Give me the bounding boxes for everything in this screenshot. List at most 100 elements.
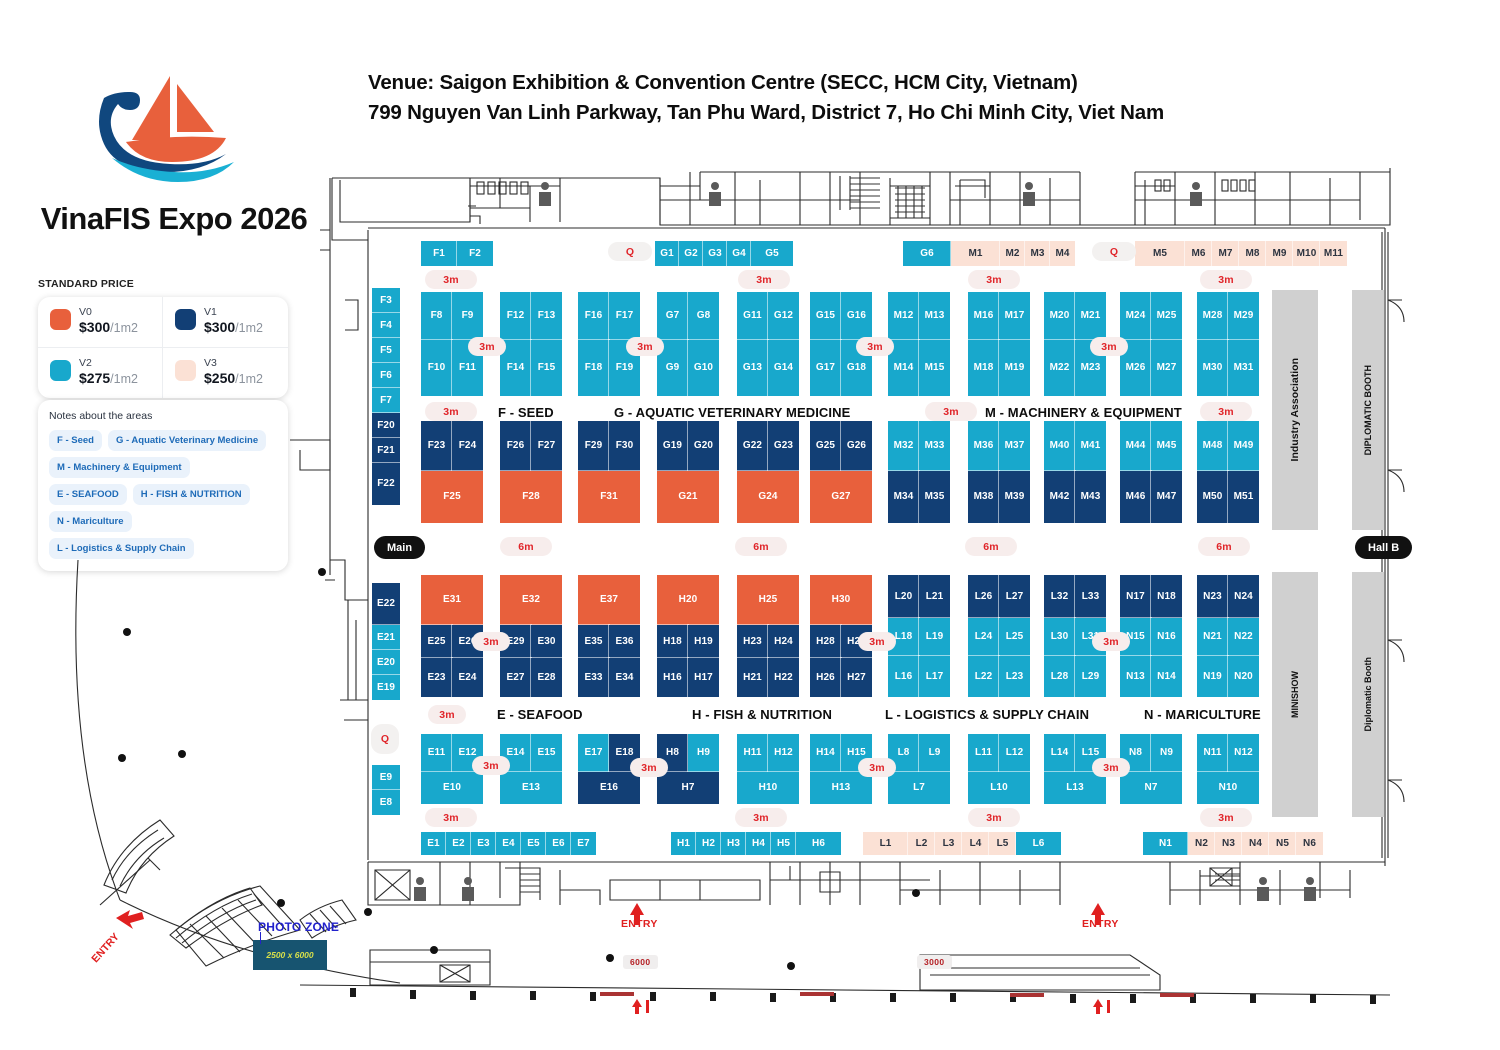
booth-M44[interactable]: M44 [1119, 420, 1152, 472]
booth-L20[interactable]: L20 [887, 574, 920, 619]
booth-M36[interactable]: M36 [967, 420, 1000, 472]
booth-H27[interactable]: H27 [840, 657, 873, 698]
booth-G22[interactable]: G22 [736, 420, 769, 472]
booth-H28[interactable]: H28 [809, 624, 842, 659]
booth-H19[interactable]: H19 [687, 624, 720, 659]
booth-E11[interactable]: E11 [420, 733, 453, 773]
booth-N20[interactable]: N20 [1227, 655, 1260, 698]
booth-N17[interactable]: N17 [1119, 574, 1152, 619]
special-area-block[interactable]: Diplomatic Booth [1352, 572, 1384, 817]
booth-M50[interactable]: M50 [1196, 470, 1229, 524]
booth-E5[interactable]: E5 [520, 831, 547, 856]
booth-M40[interactable]: M40 [1043, 420, 1076, 472]
booth-L5[interactable]: L5 [988, 831, 1017, 856]
booth-L32[interactable]: L32 [1043, 574, 1076, 619]
booth-F30[interactable]: F30 [608, 420, 641, 472]
booth-N11[interactable]: N11 [1196, 733, 1229, 773]
booth-N12[interactable]: N12 [1227, 733, 1260, 773]
booth-E15[interactable]: E15 [530, 733, 563, 773]
booth-N3[interactable]: N3 [1214, 831, 1243, 856]
booth-E1[interactable]: E1 [420, 831, 447, 856]
booth-N16[interactable]: N16 [1150, 617, 1183, 657]
booth-E27[interactable]: E27 [499, 657, 532, 698]
area-chip[interactable]: G - Aquatic Veterinary Medicine [107, 430, 267, 451]
booth-M24[interactable]: M24 [1119, 291, 1152, 341]
booth-M15[interactable]: M15 [918, 339, 951, 397]
booth-L22[interactable]: L22 [967, 655, 1000, 698]
booth-H12[interactable]: H12 [767, 733, 800, 773]
booth-L16[interactable]: L16 [887, 655, 920, 698]
booth-L10[interactable]: L10 [967, 771, 1031, 805]
booth-L2[interactable]: L2 [907, 831, 936, 856]
booth-M32[interactable]: M32 [887, 420, 920, 472]
booth-H11[interactable]: H11 [736, 733, 769, 773]
area-chip[interactable]: L - Logistics & Supply Chain [49, 538, 194, 559]
booth-G24[interactable]: G24 [736, 470, 800, 524]
area-chip[interactable]: F - Seed [49, 430, 102, 451]
booth-E4[interactable]: E4 [495, 831, 522, 856]
booth-G13[interactable]: G13 [736, 339, 769, 397]
booth-M9[interactable]: M9 [1265, 240, 1294, 267]
booth-G10[interactable]: G10 [687, 339, 720, 397]
booth-M3[interactable]: M3 [1024, 240, 1051, 267]
booth-M2[interactable]: M2 [999, 240, 1026, 267]
booth-F15[interactable]: F15 [530, 339, 563, 397]
area-chip[interactable]: E - SEAFOOD [49, 484, 127, 505]
booth-H2[interactable]: H2 [695, 831, 722, 856]
booth-L3[interactable]: L3 [934, 831, 963, 856]
booth-F16[interactable]: F16 [577, 291, 610, 341]
booth-E31[interactable]: E31 [420, 574, 484, 626]
booth-L7[interactable]: L7 [887, 771, 951, 805]
booth-F17[interactable]: F17 [608, 291, 641, 341]
booth-F24[interactable]: F24 [451, 420, 484, 472]
booth-E35[interactable]: E35 [577, 624, 610, 659]
booth-L19[interactable]: L19 [918, 617, 951, 657]
booth-L28[interactable]: L28 [1043, 655, 1076, 698]
booth-F18[interactable]: F18 [577, 339, 610, 397]
booth-L17[interactable]: L17 [918, 655, 951, 698]
booth-E20[interactable]: E20 [371, 649, 401, 676]
booth-F3[interactable]: F3 [371, 287, 401, 314]
booth-N23[interactable]: N23 [1196, 574, 1229, 619]
booth-M41[interactable]: M41 [1074, 420, 1107, 472]
booth-F27[interactable]: F27 [530, 420, 563, 472]
booth-H3[interactable]: H3 [720, 831, 747, 856]
booth-H10[interactable]: H10 [736, 771, 800, 805]
booth-G2[interactable]: G2 [678, 240, 704, 267]
booth-E30[interactable]: E30 [530, 624, 563, 659]
booth-F1[interactable]: F1 [420, 240, 458, 267]
booth-G12[interactable]: G12 [767, 291, 800, 341]
booth-G17[interactable]: G17 [809, 339, 842, 397]
booth-F7[interactable]: F7 [371, 387, 401, 414]
area-chip[interactable]: H - FISH & NUTRITION [132, 484, 250, 505]
booth-F4[interactable]: F4 [371, 312, 401, 339]
booth-L23[interactable]: L23 [998, 655, 1031, 698]
booth-M4[interactable]: M4 [1049, 240, 1076, 267]
booth-N22[interactable]: N22 [1227, 617, 1260, 657]
booth-L1[interactable]: L1 [862, 831, 909, 856]
booth-E8[interactable]: E8 [371, 789, 401, 816]
booth-M28[interactable]: M28 [1196, 291, 1229, 341]
booth-F5[interactable]: F5 [371, 337, 401, 364]
booth-M16[interactable]: M16 [967, 291, 1000, 341]
booth-E23[interactable]: E23 [420, 657, 453, 698]
booth-H4[interactable]: H4 [745, 831, 772, 856]
booth-M11[interactable]: M11 [1319, 240, 1348, 267]
booth-F20[interactable]: F20 [371, 412, 401, 439]
booth-E6[interactable]: E6 [545, 831, 572, 856]
booth-N7[interactable]: N7 [1119, 771, 1183, 805]
booth-M18[interactable]: M18 [967, 339, 1000, 397]
booth-F22[interactable]: F22 [371, 462, 401, 506]
booth-N6[interactable]: N6 [1295, 831, 1324, 856]
booth-M10[interactable]: M10 [1292, 240, 1321, 267]
booth-M1[interactable]: M1 [950, 240, 1001, 267]
booth-E24[interactable]: E24 [451, 657, 484, 698]
booth-E2[interactable]: E2 [445, 831, 472, 856]
booth-M13[interactable]: M13 [918, 291, 951, 341]
booth-E28[interactable]: E28 [530, 657, 563, 698]
booth-M34[interactable]: M34 [887, 470, 920, 524]
booth-F8[interactable]: F8 [420, 291, 453, 341]
booth-N2[interactable]: N2 [1187, 831, 1216, 856]
booth-L26[interactable]: L26 [967, 574, 1000, 619]
booth-M29[interactable]: M29 [1227, 291, 1260, 341]
